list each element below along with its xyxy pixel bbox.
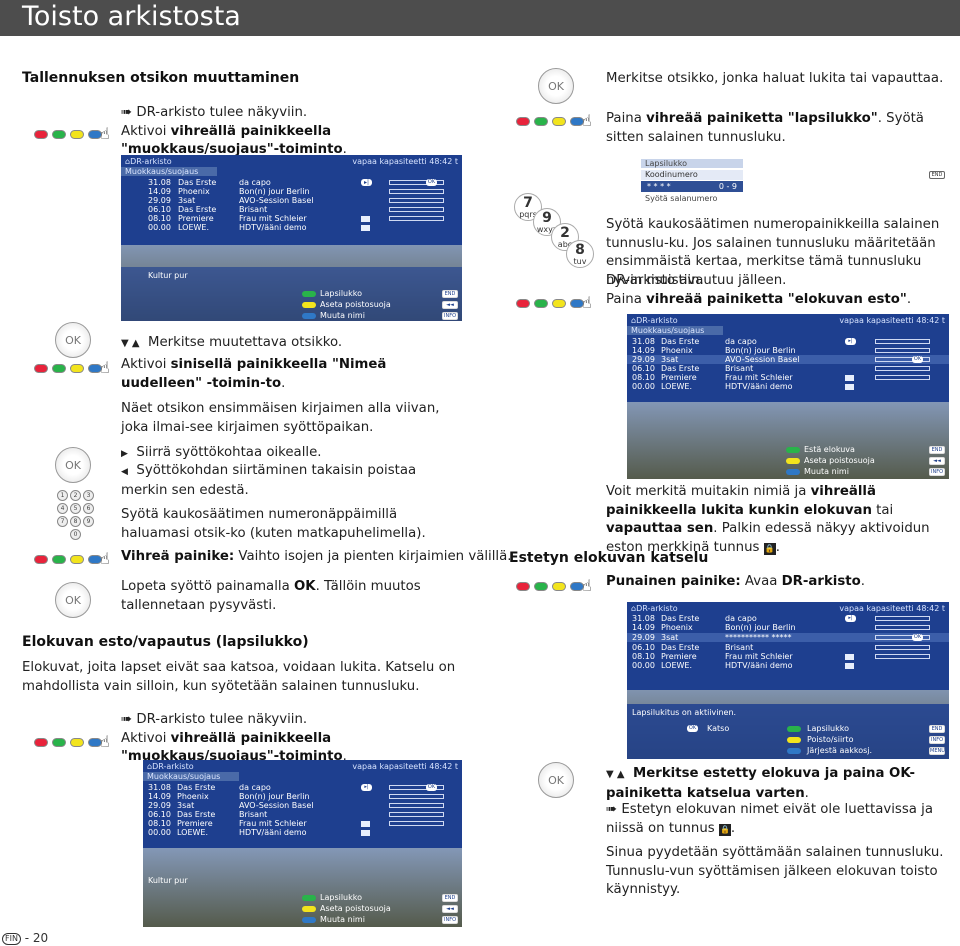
- yellow-button-icon: [70, 129, 84, 139]
- pin-entry-screen: Lapsilukko Koodinumero * * * *0 - 9 Syöt…: [641, 157, 949, 207]
- instruction-text: Paina vihreää painiketta "elokuvan esto"…: [606, 292, 912, 307]
- screen-title: ⌂DR-arkisto: [125, 157, 172, 166]
- ok-button-icon: OK: [538, 68, 574, 104]
- red-button-icon: [34, 129, 48, 139]
- instruction-text: Merkitse otsikko, jonka haluat lukita ta…: [606, 71, 944, 86]
- instruction-block: ➠ DR-arkisto tulee näkyviin. Aktivoi vih…: [121, 712, 347, 764]
- instruction-text: Vihreä painike: Vaihto isojen ja pienten…: [121, 549, 512, 564]
- dr-archive-screen: ⌂DR-arkisto vapaa kapasiteetti 48:42 t M…: [121, 155, 462, 321]
- dr-archive-screen: ⌂DR-arkisto vapaa kapasiteetti 48:42 t M…: [627, 314, 949, 479]
- instruction-text: ▼ ▲ Merkitse estetty elokuva ja paina OK…: [606, 766, 916, 801]
- color-buttons-row: ☝: [34, 360, 110, 376]
- free-capacity: vapaa kapasiteetti 48:42 t: [352, 157, 458, 166]
- instruction-text: ▼ ▲ Merkitse muutettava otsikko.: [121, 335, 343, 350]
- ok-button-icon: OK: [55, 447, 91, 483]
- page-footer: FIN - 20: [2, 931, 48, 945]
- dr-archive-screen: ⌂DR-arkisto vapaa kapasiteetti 48:42 t 3…: [627, 602, 949, 759]
- lock-icon: 🔒: [718, 823, 731, 836]
- page-number: - 20: [20, 931, 49, 945]
- blue-button-icon: [88, 129, 102, 139]
- instruction-text: Punainen painike: Avaa DR-arkisto.: [606, 574, 865, 589]
- instruction-text: ▶ Siirrä syöttökohtaa oikealle.: [121, 445, 322, 460]
- instruction-text: Aktivoi sinisellä painikkeella "Nimeä uu…: [121, 357, 387, 391]
- instruction-text: Syötä kaukosäätimen numeropainikkeilla s…: [606, 217, 940, 288]
- instruction-text: ➠ DR-arkisto tulee näkyviin.: [121, 105, 308, 120]
- hand-icon: ☝: [100, 124, 110, 143]
- instruction-text: ➠ Estetyn elokuvan nimet eivät ole luett…: [606, 802, 934, 836]
- language-badge: FIN: [2, 932, 21, 945]
- instruction-block: ➠ DR-arkisto tulee näkyviin. Aktivoi vih…: [121, 104, 481, 160]
- instruction-text: DR-arkisto avautuu jälleen.: [606, 273, 787, 288]
- instruction-text: Paina vihreää painiketta "lapsilukko". S…: [606, 111, 924, 145]
- color-buttons-row: ☝: [34, 551, 110, 567]
- instruction-text: Lopeta syöttö painamalla OK. Tällöin muu…: [121, 579, 421, 613]
- color-buttons-row: ☝: [34, 124, 110, 143]
- page-title: Toisto arkistosta: [22, 1, 241, 32]
- section-heading-childlock: Elokuvan esto/vapautus (lapsilukko): [22, 634, 309, 650]
- color-buttons-row: ☝: [34, 734, 110, 750]
- instruction-text: Voit merkitä muitakin nimiä ja vihreällä…: [606, 484, 930, 555]
- ok-button-icon: OK: [55, 582, 91, 618]
- color-buttons-row: ☝: [516, 578, 592, 594]
- instruction-text: Aktivoi vihreällä painikkeella "muokkaus…: [121, 123, 347, 158]
- screen-panel: ⌂DR-arkisto vapaa kapasiteetti 48:42 t M…: [121, 155, 462, 245]
- dr-archive-screen: ⌂DR-arkisto vapaa kapasiteetti 48:42 t M…: [143, 760, 462, 927]
- color-buttons-row: ☝: [516, 113, 592, 129]
- instruction-text: Syötä kaukosäätimen numeronäppäimillä ha…: [121, 507, 426, 541]
- paragraph: Elokuvat, joita lapset eivät saa katsoa,…: [22, 660, 456, 694]
- screen-subtitle: Muokkaus/suojaus: [121, 167, 217, 176]
- ok-button-icon: OK: [538, 762, 574, 798]
- page-header: Toisto arkistosta: [0, 0, 960, 36]
- instruction-text: Sinua pyydetään syöttämään salainen tunn…: [606, 845, 944, 897]
- lock-icon: 🔒: [763, 542, 776, 555]
- color-buttons-row: ☝: [516, 295, 592, 311]
- section-heading-watch: Estetyn elokuvan katselu: [509, 550, 709, 566]
- section-heading-rename: Tallennuksen otsikon muuttaminen: [22, 70, 300, 86]
- green-button-icon: [52, 129, 66, 139]
- ok-button-icon: OK: [55, 322, 91, 358]
- program-title: Kultur pur: [148, 271, 188, 280]
- instruction-text: Näet otsikon ensimmäisen kirjaimen alla …: [121, 401, 440, 435]
- instruction-text: ◀ Syöttökohdan siirtäminen takaisin pois…: [121, 463, 417, 498]
